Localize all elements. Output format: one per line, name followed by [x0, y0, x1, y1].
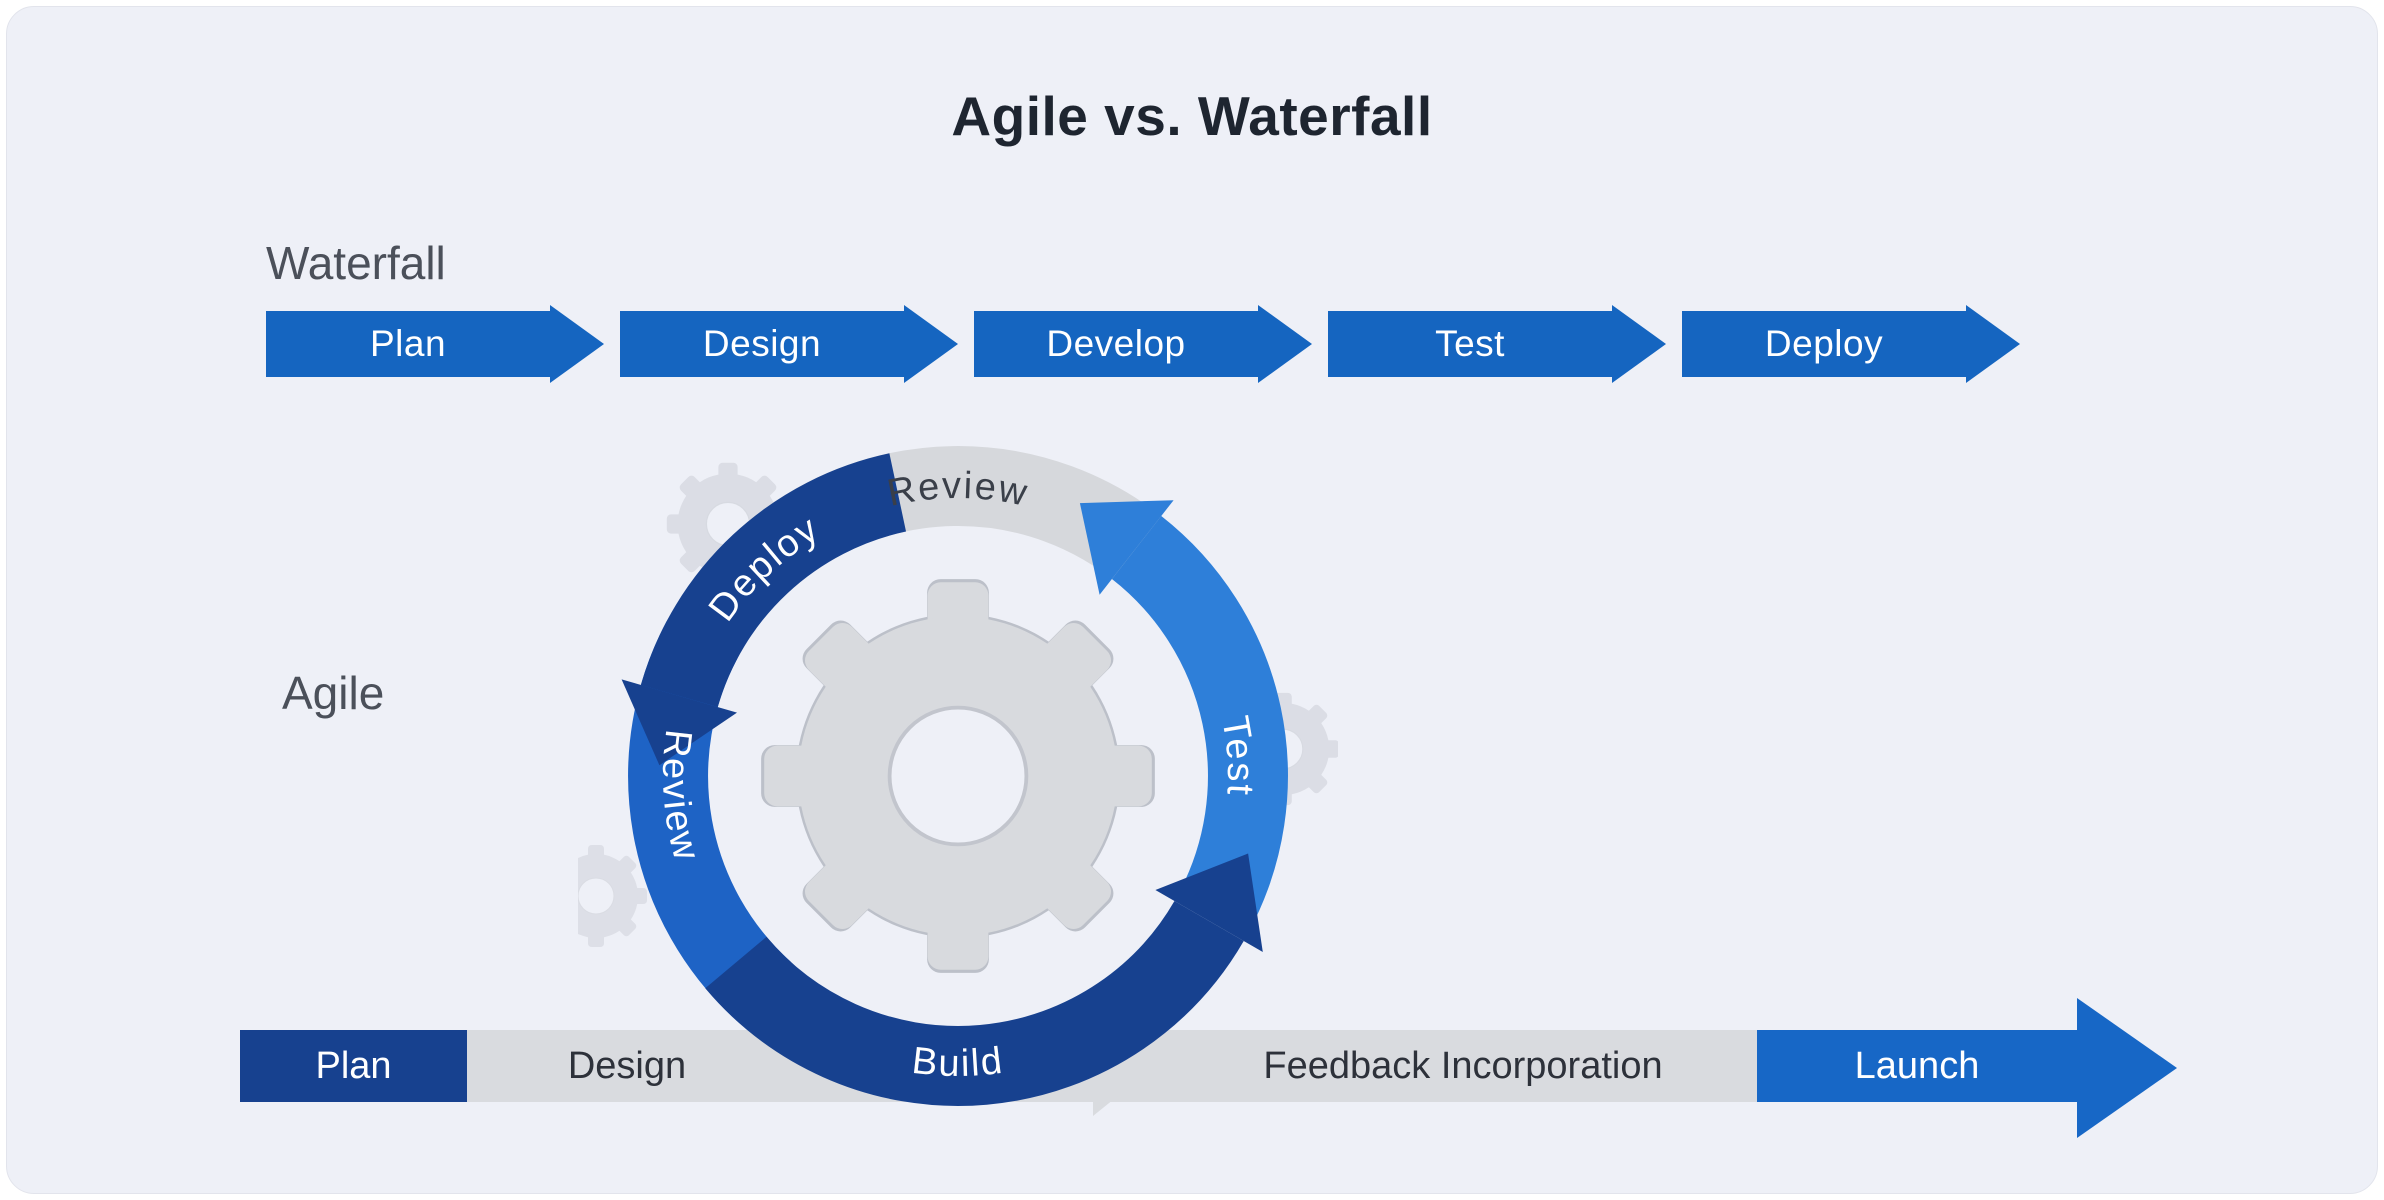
- build-arc: [705, 900, 1244, 1106]
- waterfall-steps-row: Plan Design Develop Test Deploy: [266, 305, 2036, 383]
- arrow-head-icon: [1612, 305, 1666, 383]
- waterfall-step-label: Design: [702, 323, 822, 364]
- waterfall-step-arrow: Plan: [266, 305, 604, 383]
- waterfall-step-arrow: Test: [1328, 305, 1666, 383]
- waterfall-step-arrow: Deploy: [1682, 305, 2020, 383]
- deploy-arc: [640, 453, 907, 708]
- flow-feedback-step: Feedback Incorporation: [1263, 1045, 1663, 1087]
- build-arrow-head-icon: [1155, 853, 1263, 952]
- waterfall-step-label: Develop: [1046, 323, 1186, 364]
- flow-plan-label: Plan: [315, 1044, 392, 1087]
- waterfall-step-label: Plan: [369, 323, 447, 364]
- agile-test-label: Test: [1213, 713, 1259, 798]
- waterfall-step-label: Deploy: [1764, 323, 1884, 364]
- flow-launch-label: Launch: [1854, 1044, 1980, 1087]
- svg-text:Test: Test: [1213, 713, 1261, 798]
- waterfall-step-label: Test: [1435, 323, 1505, 364]
- arrow-head-icon: [904, 305, 958, 383]
- agile-review-top-label: Review: [884, 465, 1030, 515]
- flow-launch-step: Launch: [1757, 1030, 2077, 1102]
- waterfall-section-label: Waterfall: [266, 237, 446, 289]
- waterfall-step-arrow: Design: [620, 305, 958, 383]
- launch-arrow-head-icon: [2077, 998, 2177, 1138]
- flow-design-step: Design: [567, 1045, 687, 1087]
- agile-build-label: Build: [910, 1040, 1004, 1085]
- page-title: Agile vs. Waterfall: [951, 85, 1433, 147]
- arrow-head-icon: [550, 305, 604, 383]
- deploy-arrow-head-icon: [621, 679, 737, 766]
- agile-cycle-diagram: Review Deploy Test Review Build: [578, 446, 1338, 1106]
- test-arrow-head-icon: [1079, 500, 1174, 595]
- arrow-head-icon: [1258, 305, 1312, 383]
- flow-plan-step: Plan: [240, 1030, 467, 1102]
- waterfall-step-arrow: Develop: [974, 305, 1312, 383]
- svg-text:Review: Review: [884, 465, 1032, 515]
- arrow-head-icon: [1966, 305, 2020, 383]
- gear-icon: [762, 580, 1154, 972]
- agile-section-label: Agile: [282, 667, 385, 719]
- svg-text:Build: Build: [910, 1040, 1006, 1085]
- small-gear-icon: [578, 844, 648, 948]
